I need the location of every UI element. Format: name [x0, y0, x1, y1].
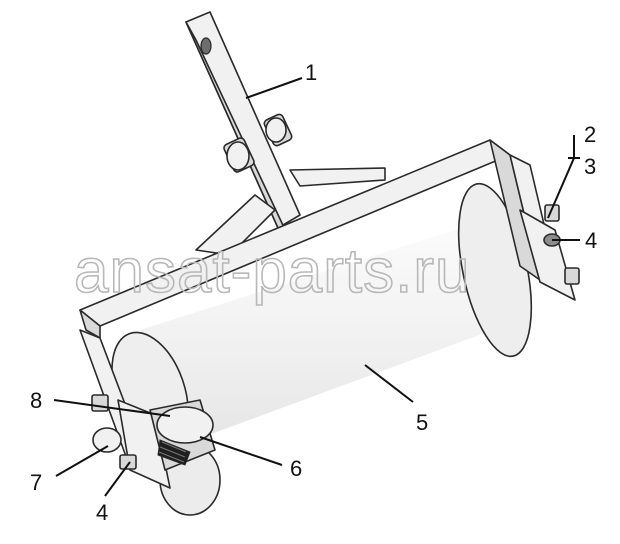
callout-7: 7 — [30, 470, 42, 495]
callout-5: 5 — [416, 410, 428, 435]
left-axle-assembly — [91, 394, 221, 516]
callout-6: 6 — [290, 456, 302, 481]
callout-1: 1 — [305, 60, 317, 85]
callout-4-left: 4 — [96, 500, 108, 525]
callout-3: 3 — [584, 154, 596, 179]
leader-4-left — [104, 461, 131, 497]
mounting-bracket — [185, 11, 386, 256]
leader-6 — [199, 436, 283, 466]
callout-labels: 1 2 3 4 5 6 7 4 8 — [30, 60, 597, 525]
leader-8 — [53, 399, 171, 417]
leader-5 — [364, 364, 414, 403]
callout-8: 8 — [30, 388, 42, 413]
leader-lines — [53, 77, 580, 497]
leader-7 — [55, 445, 109, 477]
leader-1 — [245, 77, 303, 99]
callout-2: 2 — [584, 122, 596, 147]
watermark-text: ansat-parts.ru — [74, 237, 471, 306]
callout-4-right: 4 — [585, 228, 597, 253]
right-axle-assembly — [519, 204, 580, 301]
